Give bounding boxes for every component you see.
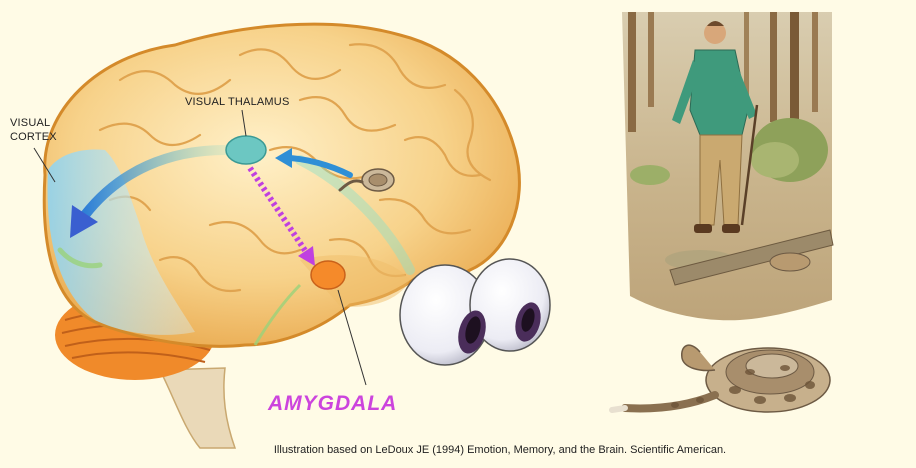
visual-cortex-label: VISUAL CORTEX [10,116,70,144]
figure-caption: Illustration based on LeDoux JE (1994) E… [150,444,850,456]
visual-thalamus [226,136,266,164]
amygdala-structure [311,261,345,289]
rattlesnake-illustration [612,345,830,412]
eyes-icon [400,259,550,365]
visual-thalamus-label: VISUAL THALAMUS [185,95,289,109]
amygdala-label: AMYGDALA [268,392,397,416]
forest-scene-illustration [622,12,833,320]
brain-stem [160,368,235,448]
